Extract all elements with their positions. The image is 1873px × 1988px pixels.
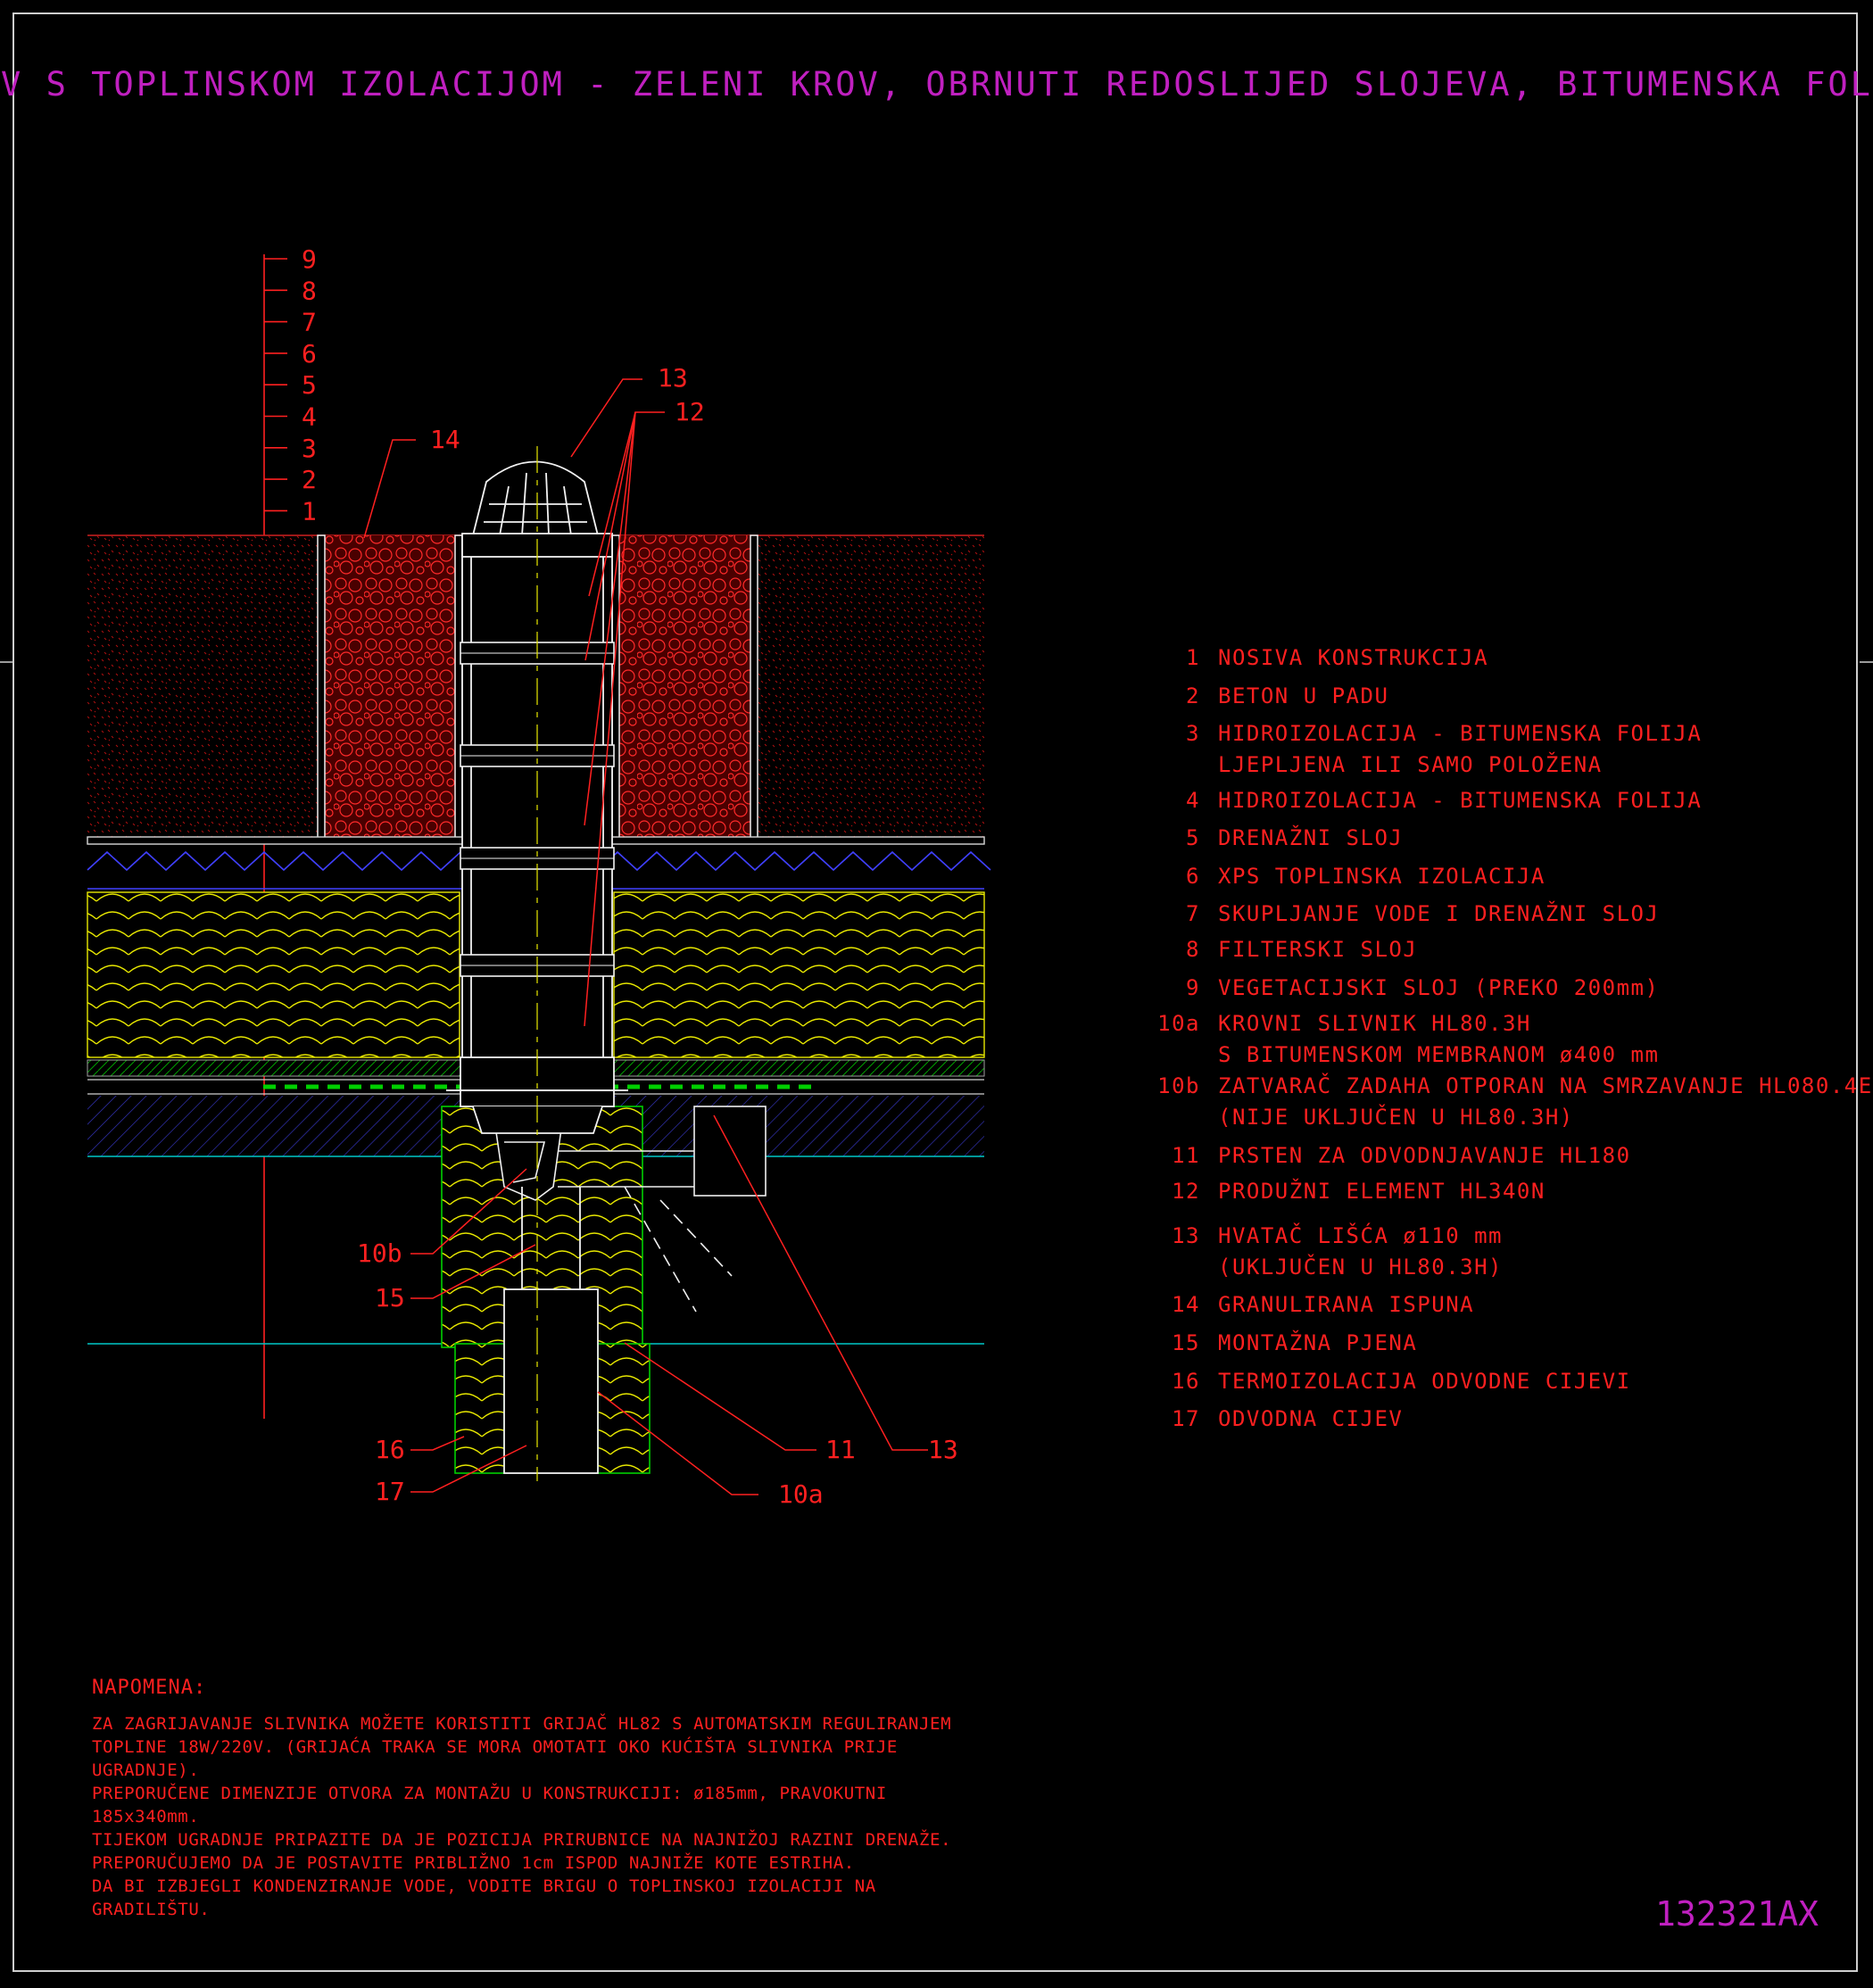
layer-scale-label: 2 (302, 465, 317, 494)
note-block: NAPOMENA: ZA ZAGRIJAVANJE SLIVNIKA MOŽET… (92, 1677, 951, 1919)
legend-text: HIDROIZOLACIJA - BITUMENSKA FOLIJA (1218, 788, 1702, 813)
legend-text: HIDROIZOLACIJA - BITUMENSKA FOLIJA (1218, 721, 1702, 746)
callout-16: 16 (375, 1435, 405, 1464)
legend-number: 2 (1186, 683, 1200, 708)
layer-scale-label: 8 (302, 276, 317, 305)
granulated-fill-right (614, 535, 754, 839)
legend-number: 12 (1172, 1179, 1200, 1204)
legend-number: 16 (1172, 1369, 1200, 1394)
legend-number: 6 (1186, 864, 1200, 889)
legend-number: 7 (1186, 901, 1200, 926)
legend-number: 11 (1172, 1143, 1200, 1168)
note-line: PREPORUČUJEMO DA JE POSTAVITE PRIBLIŽNO … (92, 1851, 855, 1873)
legend-text: PRSTEN ZA ODVODNJAVANJE HL180 (1218, 1143, 1631, 1168)
layer-scale-label: 3 (302, 434, 317, 463)
callout-15: 15 (375, 1283, 405, 1313)
legend-number: 13 (1172, 1223, 1200, 1248)
legend-text: DRENAŽNI SLOJ (1218, 824, 1403, 850)
legend-text: SKUPLJANJE VODE I DRENAŽNI SLOJ (1218, 900, 1659, 926)
vegetation-layer-right (754, 535, 984, 839)
layer-scale-label: 4 (302, 402, 317, 432)
note-line: UGRADNJE). (92, 1760, 199, 1780)
legend-number: 10b (1157, 1073, 1200, 1098)
legend-number: 4 (1186, 788, 1200, 813)
legend-text: XPS TOPLINSKA IZOLACIJA (1218, 864, 1546, 889)
legend-text: (UKLJUČEN U HL80.3H) (1218, 1253, 1503, 1280)
drawing-title: KROV S TOPLINSKOM IZOLACIJOM - ZELENI KR… (0, 65, 1873, 104)
xps-insulation-left (87, 891, 460, 1058)
layer-scale-label: 6 (302, 339, 317, 369)
callout-13-top: 13 (658, 363, 688, 393)
drawing-number: 132321AX (1655, 1894, 1819, 1934)
note-line: TIJEKOM UGRADNJE PRIPAZITE DA JE POZICIJ… (92, 1829, 951, 1850)
layer-scale-label: 9 (302, 244, 317, 274)
granulated-fill-left (323, 535, 459, 839)
pipe-insulation-left (454, 1343, 505, 1474)
legend-text: BETON U PADU (1218, 683, 1388, 708)
legend-text: HVATAČ LIŠĆA ø110 mm (1218, 1222, 1503, 1248)
drain-ring (558, 1106, 767, 1313)
pipe-insulation-right (597, 1343, 651, 1474)
callout-12: 12 (675, 397, 705, 427)
note-line: DA BI IZBJEGLI KONDENZIRANJE VODE, VODIT… (92, 1876, 876, 1896)
legend-text: NOSIVA KONSTRUKCIJA (1218, 645, 1488, 670)
legend-number: 9 (1186, 975, 1200, 1000)
legend-text: S BITUMENSKOM MEMBRANOM ø400 mm (1218, 1042, 1659, 1067)
callout-10b: 10b (357, 1238, 402, 1268)
legend-number: 3 (1186, 721, 1200, 746)
legend-text: PRODUŽNI ELEMENT HL340N (1218, 1178, 1546, 1204)
legend-number: 15 (1172, 1330, 1200, 1355)
legend-number: 1 (1186, 645, 1200, 670)
legend-number: 10a (1157, 1011, 1200, 1036)
leader-lines (363, 378, 928, 1495)
legend-text: MONTAŽNA PJENA (1218, 1329, 1417, 1355)
legend-text: KROVNI SLIVNIK HL80.3H (1218, 1011, 1531, 1036)
vegetation-layer-left (87, 535, 323, 839)
xps-insulation-right (613, 891, 985, 1058)
legend-number: 17 (1172, 1406, 1200, 1431)
layer-scale-label: 5 (302, 370, 317, 400)
legend-number: 5 (1186, 825, 1200, 850)
legend-number: 8 (1186, 937, 1200, 962)
legend-text: TERMOIZOLACIJA ODVODNE CIJEVI (1218, 1369, 1631, 1394)
note-line: ZA ZAGRIJAVANJE SLIVNIKA MOŽETE KORISTIT… (92, 1712, 951, 1734)
drawing-frame (12, 12, 1858, 1972)
legend-text: ZATVARAČ ZADAHA OTPORAN NA SMRZAVANJE HL… (1218, 1072, 1873, 1098)
drain-pipe (503, 1187, 599, 1474)
legend-text: (NIJE UKLJUČEN U HL80.3H) (1218, 1103, 1574, 1130)
legend-text: LJEPLJENA ILI SAMO POLOŽENA (1218, 751, 1603, 777)
layer-scale-label: 1 (302, 496, 317, 526)
legend-number: 14 (1172, 1292, 1200, 1317)
callout-13-bottom: 13 (928, 1435, 958, 1464)
legend-text: GRANULIRANA ISPUNA (1218, 1292, 1474, 1317)
note-line: 185x340mm. (92, 1807, 199, 1826)
callout-11: 11 (825, 1435, 856, 1464)
legend-text: ODVODNA CIJEV (1218, 1406, 1403, 1431)
note-heading: NAPOMENA: (92, 1677, 206, 1699)
note-line: PREPORUČENE DIMENZIJE OTVORA ZA MONTAŽU … (92, 1782, 887, 1803)
legend-text: FILTERSKI SLOJ (1218, 937, 1417, 962)
callout-14: 14 (430, 425, 460, 454)
note-line: GRADILIŠTU. (92, 1898, 210, 1919)
callout-17: 17 (375, 1477, 405, 1506)
callout-10a: 10a (778, 1479, 824, 1509)
layer-scale-label: 7 (302, 308, 317, 337)
legend-text: VEGETACIJSKI SLOJ (PREKO 200mm) (1218, 975, 1659, 1000)
note-line: TOPLINE 18W/220V. (GRIJAĆA TRAKA SE MORA… (92, 1735, 898, 1757)
